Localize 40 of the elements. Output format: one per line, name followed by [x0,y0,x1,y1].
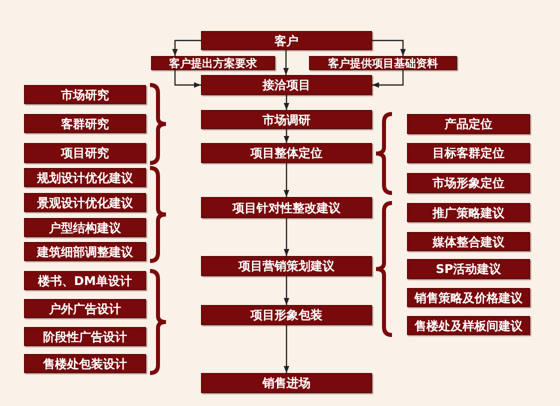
arrow [284,129,290,143]
process-box: 户外广告设计 [24,299,146,318]
arrow [372,70,404,88]
process-box: 客户提出方案要求 [151,56,275,70]
process-box: 项目整体定位 [201,143,372,163]
process-box: 媒体整合建议 [407,232,530,251]
process-box: 景观设计优化建议 [24,193,146,212]
arrow [284,325,290,373]
process-box: 项目形象包装 [201,305,372,325]
process-box: 售楼处包装设计 [24,354,146,373]
process-box: 目标客群定位 [407,143,530,163]
process-box: 楼书、DM单设计 [24,271,146,290]
process-box: 客户提供项目基础资料 [309,56,457,70]
process-box: 产品定位 [407,114,530,134]
process-box: 销售策略及价格建议 [407,288,530,307]
process-box: 市场调研 [201,110,372,129]
process-box: 项目营销策划建议 [201,256,372,276]
arrow [284,218,290,256]
process-box: 客群研究 [24,114,146,133]
process-box: 售楼处及样板间建议 [407,316,530,335]
process-box: 销售进场 [201,373,372,393]
process-box: 项目针对性整改建议 [201,197,372,218]
arrow [372,40,406,56]
process-box: 户型结构建议 [24,218,146,237]
arrow [284,276,290,305]
arrow [284,95,290,110]
process-box: 建筑细部调整建议 [24,242,146,261]
arrow [284,163,290,197]
process-box: SP活动建议 [407,259,530,279]
process-box: 项目研究 [24,143,146,163]
process-box: 客户 [201,31,372,50]
arrow [174,70,201,88]
process-box: 接洽项目 [201,75,372,95]
process-box: 推广策略建议 [407,203,530,222]
process-box: 市场形象定位 [407,173,530,193]
process-box: 规划设计优化建议 [24,168,146,187]
process-box: 市场研究 [24,85,146,104]
arrow [172,40,201,56]
arrow [283,50,289,75]
process-box: 阶段性广告设计 [24,327,146,346]
